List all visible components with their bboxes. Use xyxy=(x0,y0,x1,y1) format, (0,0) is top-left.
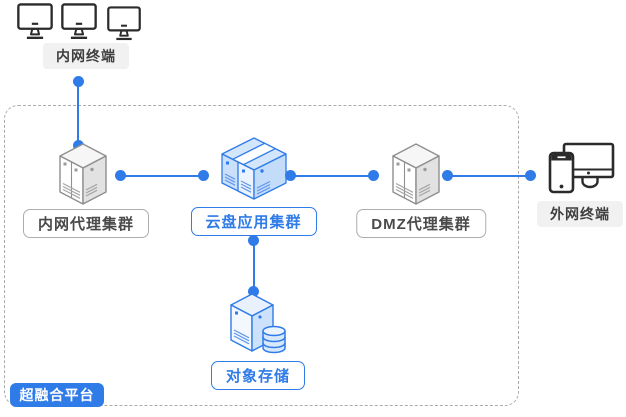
connector-dot xyxy=(284,170,296,181)
phone-monitor-icon xyxy=(548,142,616,194)
connector-dot xyxy=(114,170,126,181)
connector-dot xyxy=(197,170,209,181)
connector-dot xyxy=(248,234,259,246)
intranet-proxy-label: 内网代理集群 xyxy=(22,209,150,238)
desktop-monitor-icon xyxy=(17,3,53,41)
extranet-terminal-label: 外网终端 xyxy=(537,201,623,227)
intranet-proxy-server-icon xyxy=(54,142,112,206)
object-storage-label: 对象存储 xyxy=(210,361,306,390)
connector-dot xyxy=(524,170,536,181)
object-storage-icon xyxy=(228,292,288,358)
dmz-proxy-server-icon xyxy=(387,142,445,206)
cloud-disk-cluster-icon xyxy=(218,137,290,201)
platform-badge: 超融合平台 xyxy=(10,383,104,407)
dmz-proxy-label: DMZ代理集群 xyxy=(356,209,486,238)
connector-line xyxy=(252,240,255,291)
desktop-monitor-icon xyxy=(107,6,141,42)
connector-dot xyxy=(72,75,84,87)
connector-line xyxy=(447,174,530,177)
connector-dot xyxy=(367,170,379,181)
connector-dot xyxy=(441,170,453,181)
connector-dot xyxy=(248,285,259,297)
intranet-terminal-label: 内网终端 xyxy=(43,43,129,69)
connector-line xyxy=(77,81,79,145)
connector-line xyxy=(120,174,203,177)
desktop-monitor-icon xyxy=(61,3,97,41)
cloud-disk-app-label: 云盘应用集群 xyxy=(190,207,317,236)
platform-boundary xyxy=(4,105,519,406)
connector-dot xyxy=(72,139,84,151)
connector-line xyxy=(290,174,373,177)
